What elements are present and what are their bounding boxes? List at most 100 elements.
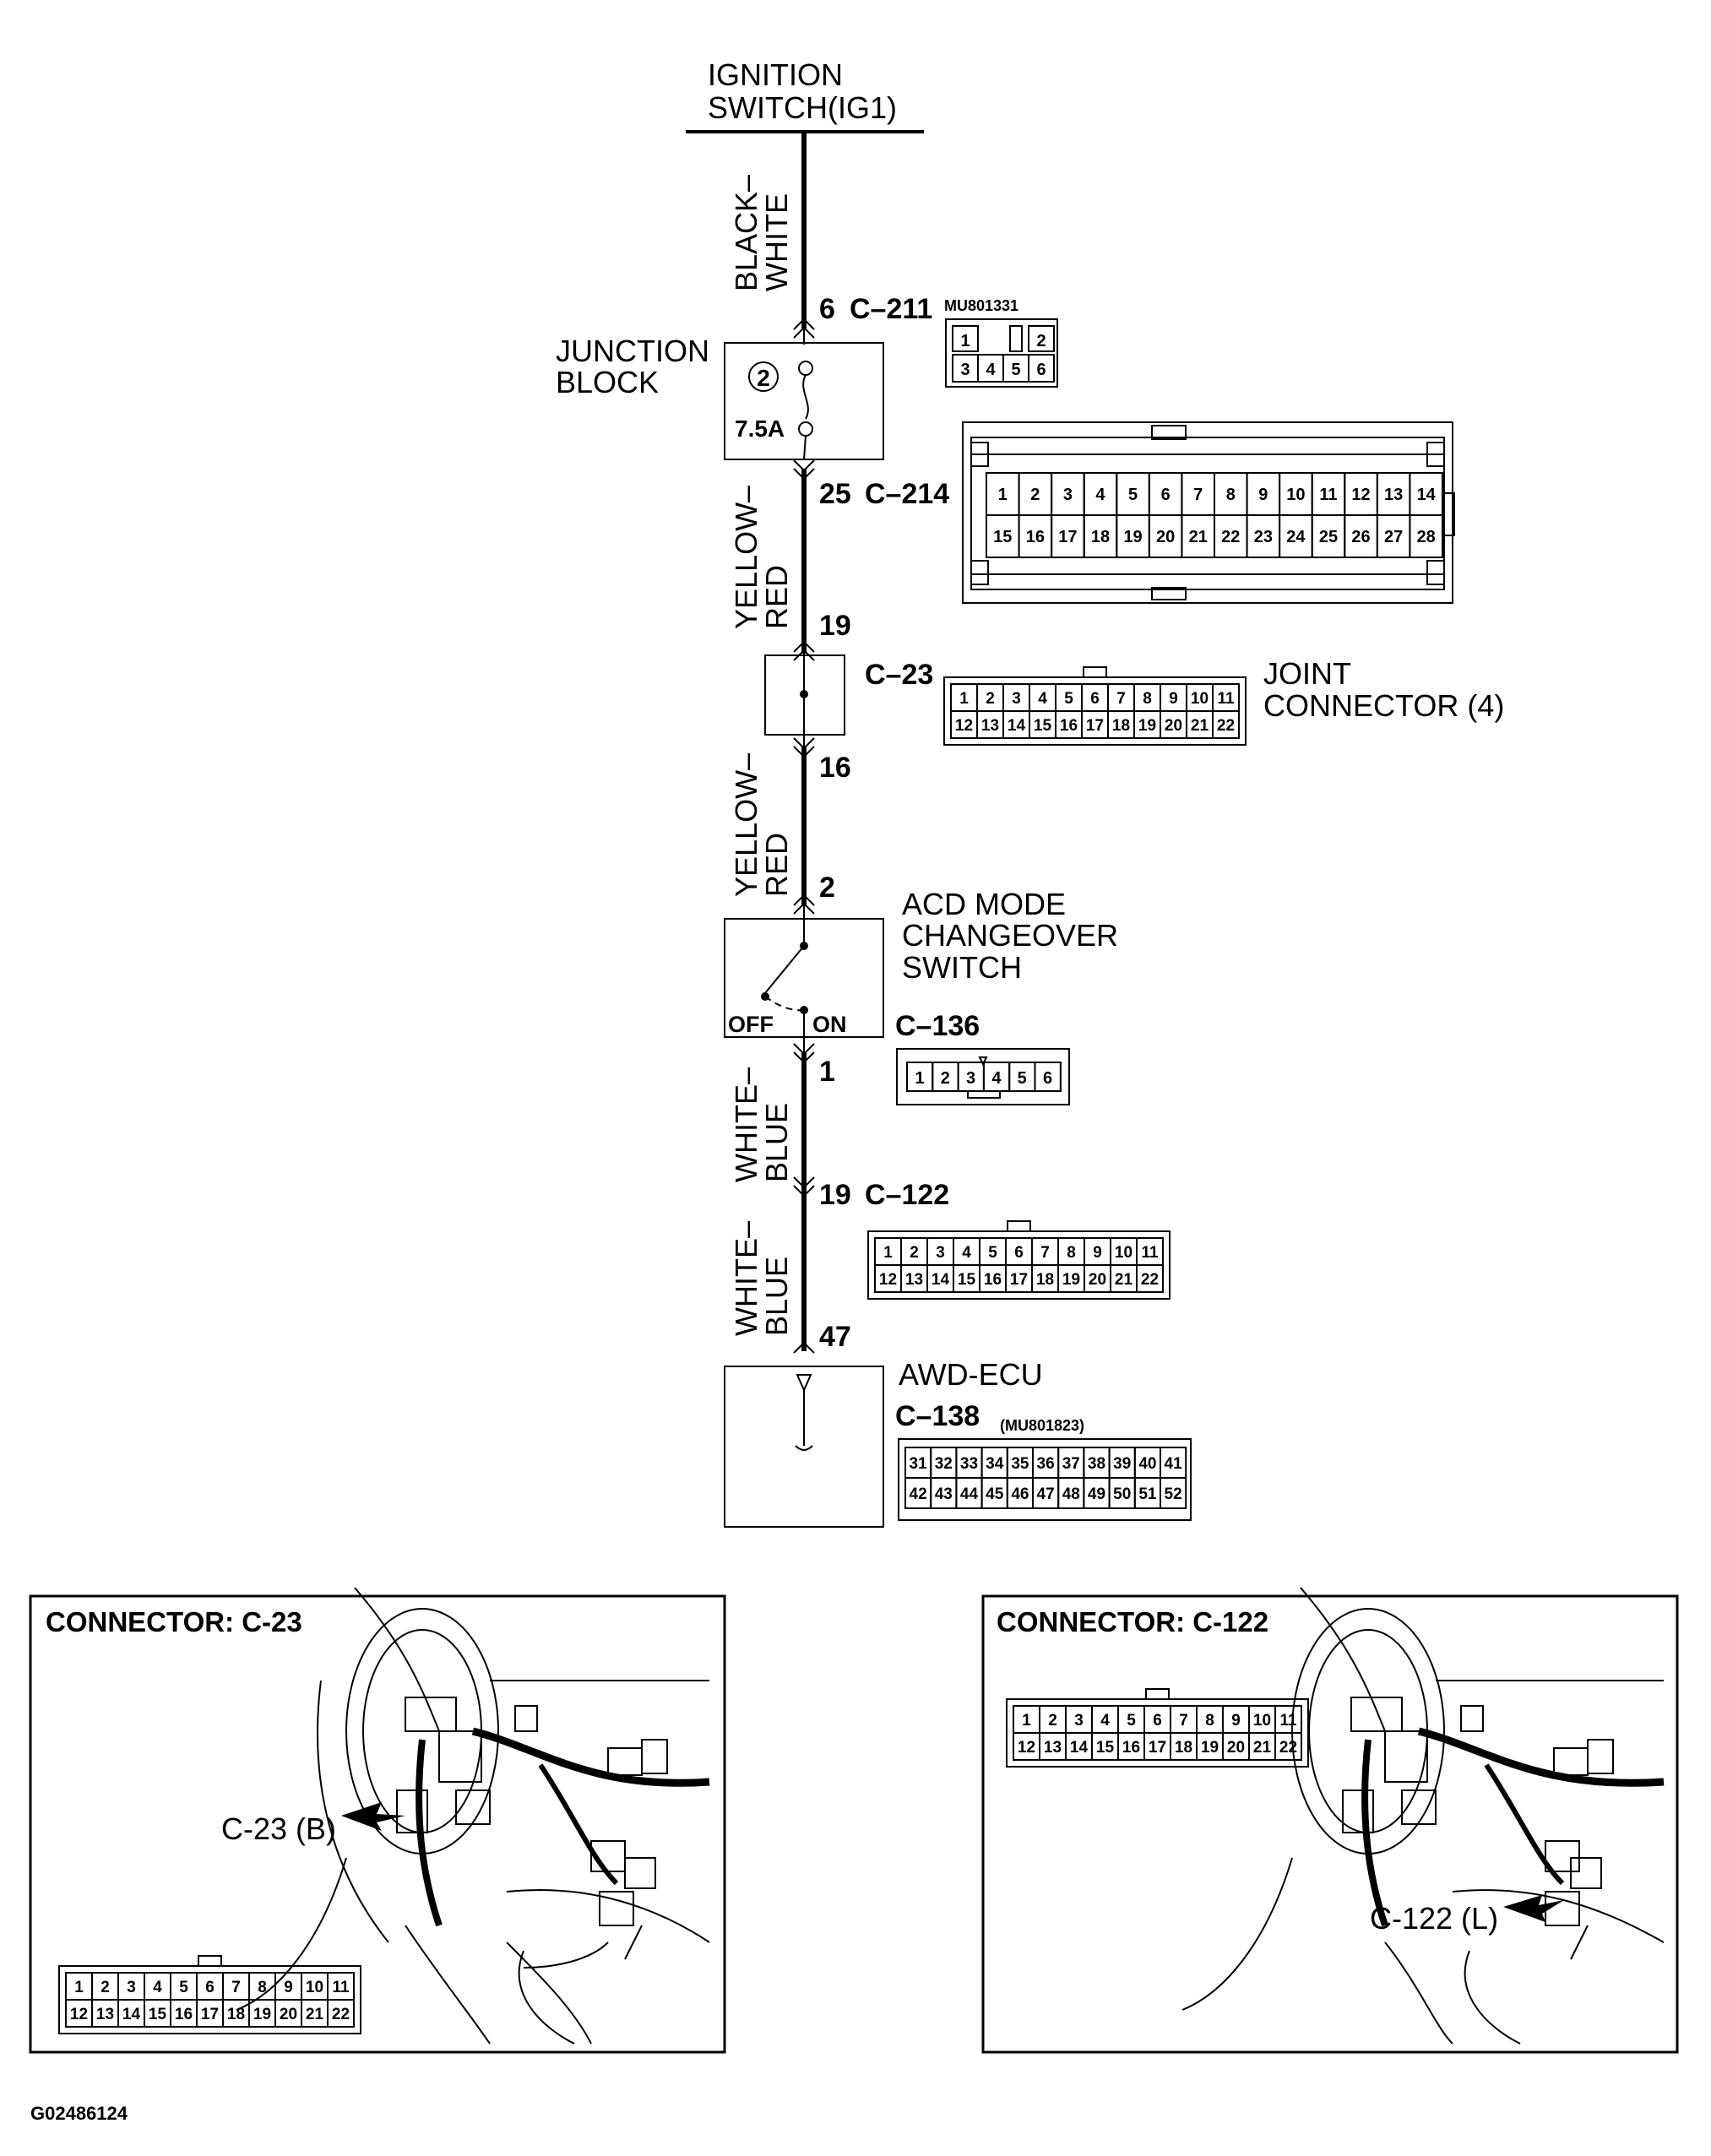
pin-cell: 17: [201, 2006, 219, 2023]
junction-block: JUNCTION BLOCK 2 7.5A: [556, 318, 884, 481]
pin-cell: 16: [1122, 1739, 1140, 1757]
pin-cell: 4: [153, 1979, 162, 1996]
pin-cell: 9: [1169, 690, 1178, 708]
pin-cell: 7: [1179, 1712, 1188, 1730]
pin-cell: 19: [1062, 1271, 1080, 1289]
pin-cell: 5: [988, 1244, 997, 1262]
pin-cell: 4: [962, 1244, 971, 1262]
pin-cell: 18: [1091, 528, 1110, 546]
pin-cell: 22: [1141, 1271, 1159, 1289]
pin-cell: 36: [1037, 1455, 1055, 1473]
pin-cell: 7: [231, 1979, 241, 1996]
pin-cell: 7: [1116, 690, 1126, 708]
c136-name: C–136: [895, 1010, 980, 1042]
pin-cell: 47: [1037, 1485, 1055, 1503]
pin-cell: 20: [1227, 1739, 1245, 1757]
pin-cell: 22: [1217, 717, 1235, 735]
connector-location-c122: CONNECTOR: C-122 C: [981, 1587, 1679, 2054]
pin-cell: 10: [1191, 690, 1209, 708]
pin-cell: 14: [1008, 717, 1026, 735]
pin-cell: 13: [1384, 486, 1403, 504]
pin-cell: 31: [910, 1455, 928, 1473]
pin-cell: 32: [935, 1455, 953, 1473]
pin-cell: 19: [1138, 717, 1156, 735]
wire5-color-line1: WHITE–: [729, 1221, 763, 1336]
pin-cell: 3: [1074, 1712, 1084, 1730]
pin-cell: 8: [1226, 486, 1236, 504]
pin-cell: 50: [1113, 1485, 1131, 1503]
fuse-number: 2: [757, 365, 770, 391]
wire-color-labels: BLACK– WHITE YELLOW– RED YELLOW– RED WHI…: [729, 175, 794, 1336]
c122-pin: 19: [819, 1179, 851, 1211]
pin-cell: 19: [253, 2006, 271, 2023]
pin-cell: 38: [1088, 1455, 1105, 1473]
pin-cell: 43: [935, 1485, 953, 1503]
pin-cell: 3: [966, 1069, 975, 1088]
pin-cell: 14: [122, 2006, 141, 2023]
pin-cell: 14: [1070, 1739, 1089, 1757]
pin-cell: 15: [993, 528, 1012, 546]
c211-cell: 1: [960, 332, 970, 350]
pin-cell: 10: [1253, 1712, 1271, 1730]
pin-cell: 11: [1279, 1712, 1297, 1730]
pin-cell: 16: [1026, 528, 1045, 546]
c138-part-number: (MU801823): [1000, 1417, 1084, 1434]
pin-cell: 16: [984, 1271, 1002, 1289]
c211-cell: 2: [1036, 332, 1046, 350]
joint-connector-label-line1: JOINT: [1263, 656, 1351, 691]
pin-cell: 9: [1258, 486, 1268, 504]
pin-cell: 18: [1112, 717, 1130, 735]
pin-cell: 22: [332, 2006, 350, 2023]
pin-cell: 12: [70, 2006, 88, 2023]
pin-cell: 15: [1096, 1739, 1115, 1757]
pin-cell: 18: [1036, 1271, 1054, 1289]
pin-cell: 10: [1286, 486, 1305, 504]
pin-cell: 11: [332, 1979, 350, 1996]
pin-cell: 2: [1048, 1712, 1057, 1730]
pin-cell: 34: [986, 1455, 1004, 1473]
pin-cell: 13: [905, 1271, 923, 1289]
pin-cell: 26: [1351, 528, 1370, 546]
pin-cell: 21: [1253, 1739, 1272, 1757]
pin-cell: 5: [1127, 1712, 1136, 1730]
pin-cell: 12: [1018, 1739, 1035, 1757]
pin-cell: 6: [1161, 486, 1171, 504]
pin-cell: 2: [1030, 486, 1040, 504]
frame-c23-title: CONNECTOR: C-23: [46, 1606, 302, 1637]
pin-cell: 4: [1100, 1712, 1110, 1730]
pin-cell: 51: [1138, 1485, 1157, 1503]
pin-cell: 6: [205, 1979, 215, 1996]
pin-cell: 10: [1115, 1244, 1133, 1262]
fuse-rating: 7.5A: [735, 415, 785, 442]
acd-in-pin: 2: [819, 872, 835, 904]
pin-cell: 17: [1086, 717, 1104, 735]
pin-cell: 17: [1010, 1271, 1028, 1289]
c23-dashboard-illustration: [236, 1587, 710, 2045]
pin-cell: 12: [955, 717, 973, 735]
pin-cell: 1: [74, 1979, 84, 1996]
pin-cell: 49: [1088, 1485, 1105, 1503]
pin-cell: 45: [986, 1485, 1004, 1503]
pin-cell: 20: [1156, 528, 1175, 546]
pin-cell: 42: [910, 1485, 927, 1503]
pin-cell: 3: [1063, 486, 1073, 504]
acd-mode-switch: 2 OFF ON ACD MODE CHANGEOVER SWITCH 1 C–…: [724, 872, 1118, 1105]
connector-c211: 6 C–211 MU801331 1 2 3 4 5 6: [819, 293, 1058, 388]
pin-cell: 9: [1093, 1244, 1102, 1262]
pin-cell: 15: [958, 1271, 976, 1289]
pin-cell: 6: [1043, 1069, 1052, 1088]
pin-cell: 6: [1090, 690, 1100, 708]
pin-cell: 9: [284, 1979, 293, 1996]
c122-dashboard-illustration: [1181, 1587, 1665, 2045]
ecu-pin: 47: [819, 1321, 851, 1353]
pin-cell: 8: [1205, 1712, 1214, 1730]
pin-cell: 2: [986, 690, 995, 708]
